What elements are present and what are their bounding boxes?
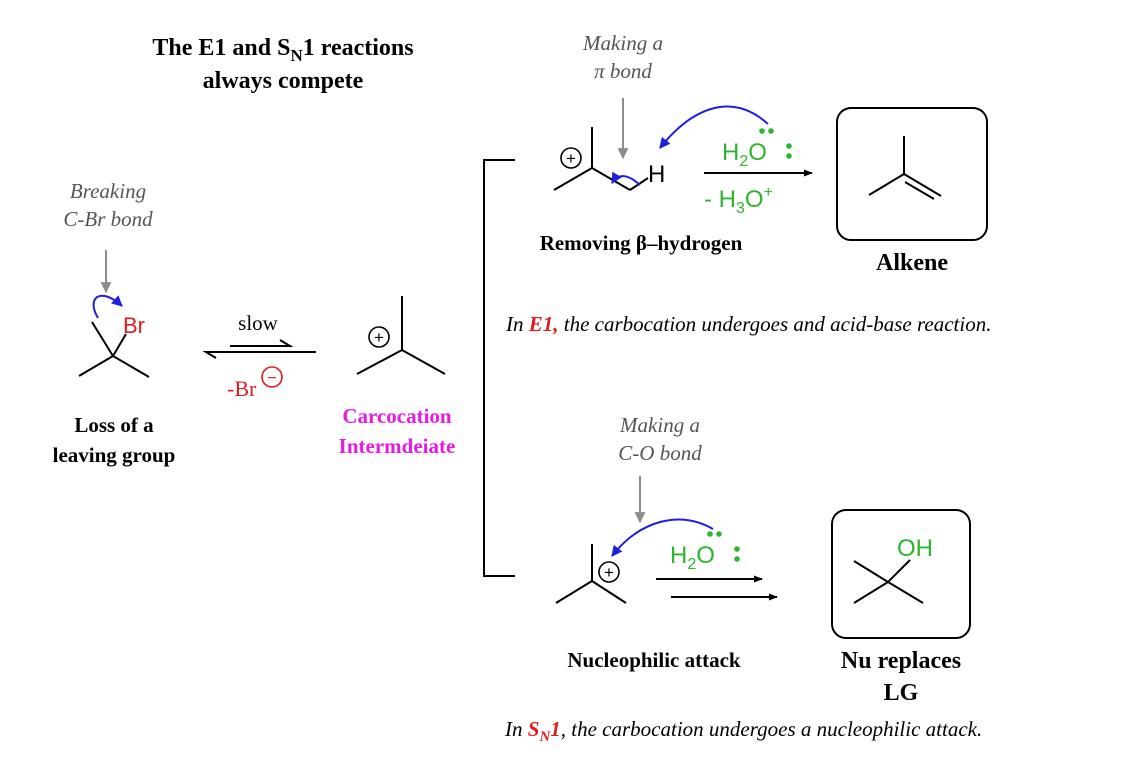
left-caption-line-2: leaving group (53, 443, 176, 467)
bromide-leaving-label: -Br (227, 376, 257, 401)
co-bond-note-line-2: C-O bond (618, 441, 702, 465)
sn1-lone-pair-side-top (734, 546, 740, 552)
beta-hydrogen-label: H (648, 161, 665, 188)
sn1-lone-pair-top-right (716, 531, 722, 537)
carbocation-label-line-1: Carcocation (342, 404, 452, 428)
sn1-explanation: In SN1, the carbocation undergoes a nucl… (504, 717, 982, 745)
water-attacks-carbon-curved-arrow (611, 518, 714, 557)
carbocation-structure (356, 296, 446, 375)
forward-half-arrow (230, 339, 294, 347)
sn1-charge-circle (598, 561, 620, 583)
left-caption-line-1: Loss of a (74, 413, 154, 437)
title-line-1: The E1 and SN1 reactions (152, 35, 413, 65)
e1-lone-pair-side-bottom (786, 153, 792, 159)
c-br-curved-arrow (92, 294, 123, 319)
carbocation-label-line-2: Intermdeiate (339, 434, 456, 458)
e1-explanation: In E1, the carbocation undergoes and aci… (505, 312, 991, 336)
negative-charge-sign: − (267, 370, 276, 387)
sn1-carbocation-structure (555, 544, 627, 604)
carbocation-charge-sign: + (374, 328, 384, 347)
carbocation-charge-circle (368, 326, 390, 348)
alkyl-bromide-structure (78, 321, 150, 378)
title-line-2: always compete (203, 68, 364, 94)
alkene-product-box (836, 107, 988, 241)
hydroxyl-group-label: OH (897, 535, 933, 562)
e1-step-caption: Removing β–hydrogen (540, 231, 743, 255)
breaking-bond-note-line-2: C-Br bond (63, 207, 153, 231)
e1-charge-sign: + (566, 149, 576, 168)
e1-lone-pair-side-top (786, 143, 792, 149)
sn1-water-reagent: H2O (670, 542, 715, 573)
alcohol-product-box (831, 509, 971, 639)
sn1-lone-pair-side-bottom (734, 556, 740, 562)
reverse-half-arrow (202, 351, 316, 359)
slow-label: slow (238, 311, 279, 335)
sn1-step-caption: Nucleophilic attack (567, 648, 741, 672)
water-attacks-h-curved-arrow (659, 105, 769, 149)
pi-bond-note-line-2: π bond (594, 59, 652, 83)
sn1-product-label-line-2: LG (884, 680, 919, 706)
bond-to-pi-curved-arrow (611, 171, 641, 186)
co-bond-note-line-1: Making a (619, 413, 700, 437)
e1-water-reagent: H2O (722, 139, 767, 170)
sn1-product-label-line-1: Nu replaces (841, 648, 961, 674)
bromine-atom-label: Br (123, 313, 145, 338)
alkene-structure (868, 136, 942, 200)
branch-bracket (483, 159, 515, 577)
sn1-charge-sign: + (604, 563, 614, 582)
e1-byproduct-hydronium: - H3O+ (704, 184, 773, 217)
e1-lone-pair-top-left (759, 128, 765, 134)
breaking-bond-note-line-1: Breaking (70, 179, 146, 203)
e1-charge-circle (560, 147, 582, 169)
negative-charge-circle (261, 366, 283, 388)
alcohol-structure (853, 559, 924, 604)
alkene-label: Alkene (876, 250, 948, 276)
e1-lone-pair-top-right (768, 128, 774, 134)
pi-bond-note-line-1: Making a (582, 31, 663, 55)
sn1-lone-pair-top-left (707, 531, 713, 537)
